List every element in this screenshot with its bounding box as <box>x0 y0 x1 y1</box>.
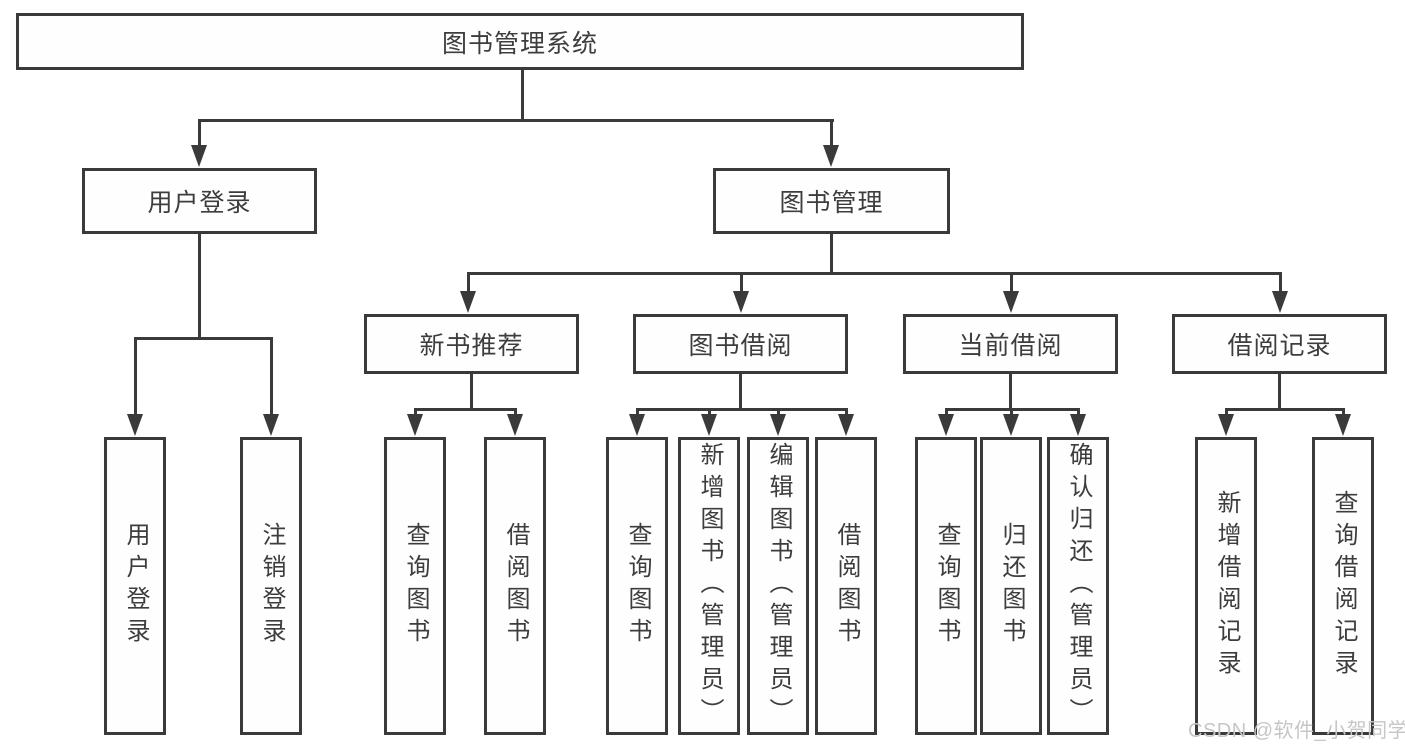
connector-vline <box>1279 273 1282 292</box>
leaf-recommend-query-books-label: 查询图书 <box>402 522 429 650</box>
arrow-down-icon <box>823 145 839 167</box>
watermark: CSDN @软件_小贺同学 <box>1188 720 1405 742</box>
leaf-recommend-borrow-books-label: 借阅图书 <box>502 522 529 650</box>
node-current-borrowing: 当前借阅 <box>903 314 1118 374</box>
arrow-down-icon <box>191 145 207 167</box>
connector-vline <box>1010 273 1013 292</box>
leaf-borrowing-borrow-books: 借阅图书 <box>815 437 877 735</box>
connector-vline <box>414 409 417 416</box>
connector-vline <box>514 409 517 416</box>
node-new-book-recommendation: 新书推荐 <box>364 314 579 374</box>
connector-vline <box>198 234 201 338</box>
connector-vline <box>830 234 833 273</box>
connector-hline <box>198 119 834 122</box>
connector-vline <box>830 120 833 147</box>
leaf-confirm-return-admin: 确认归还（管理员） <box>1047 437 1109 735</box>
leaf-current-query-books: 查询图书 <box>915 437 977 735</box>
arrow-down-icon <box>733 291 749 313</box>
arrow-down-icon <box>1218 414 1234 436</box>
leaf-add-borrow-record-label: 新增借阅记录 <box>1213 490 1240 682</box>
connector-vline <box>1009 374 1012 409</box>
arrow-down-icon <box>460 291 476 313</box>
connector-vline <box>270 338 273 416</box>
leaf-borrowing-borrow-books-label: 借阅图书 <box>833 522 860 650</box>
arrow-down-icon <box>263 414 279 436</box>
leaf-query-borrow-record: 查询借阅记录 <box>1312 437 1374 735</box>
connector-vline <box>521 70 524 120</box>
leaf-add-borrow-record: 新增借阅记录 <box>1195 437 1257 735</box>
leaf-add-books-admin-label: 新增图书（管理员） <box>696 442 723 730</box>
leaf-recommend-query-books: 查询图书 <box>384 437 446 735</box>
arrow-down-icon <box>1003 291 1019 313</box>
leaf-borrowing-query-books: 查询图书 <box>606 437 668 735</box>
arrow-down-icon <box>701 414 717 436</box>
leaf-query-borrow-record-label: 查询借阅记录 <box>1330 490 1357 682</box>
leaf-borrowing-query-books-label: 查询图书 <box>624 522 651 650</box>
node-book-management: 图书管理 <box>713 168 950 234</box>
connector-hline <box>134 337 273 340</box>
leaf-edit-books-admin-label: 编辑图书（管理员） <box>765 442 792 730</box>
arrow-down-icon <box>1003 414 1019 436</box>
connector-vline <box>198 120 201 147</box>
leaf-logout-label: 注销登录 <box>258 522 285 650</box>
leaf-confirm-return-admin-label: 确认归还（管理员） <box>1065 442 1092 730</box>
leaf-user-login-label: 用户登录 <box>122 522 149 650</box>
connector-hline <box>636 408 848 411</box>
arrow-down-icon <box>938 414 954 436</box>
connector-vline <box>636 409 639 416</box>
connector-hline <box>467 272 1282 275</box>
connector-vline <box>1278 374 1281 409</box>
connector-vline <box>1342 409 1345 416</box>
arrow-down-icon <box>407 414 423 436</box>
leaf-return-books: 归还图书 <box>980 437 1042 735</box>
leaf-add-books-admin: 新增图书（管理员） <box>678 437 740 735</box>
leaf-recommend-borrow-books: 借阅图书 <box>484 437 546 735</box>
node-book-borrowing: 图书借阅 <box>633 314 848 374</box>
connector-vline <box>845 409 848 416</box>
arrow-down-icon <box>770 414 786 436</box>
connector-vline <box>1010 409 1013 416</box>
connector-vline <box>470 374 473 409</box>
connector-vline <box>1077 409 1080 416</box>
connector-hline <box>1225 408 1345 411</box>
arrow-down-icon <box>507 414 523 436</box>
arrow-down-icon <box>127 414 143 436</box>
connector-vline <box>740 273 743 292</box>
leaf-current-query-books-label: 查询图书 <box>933 522 960 650</box>
node-library-management-system: 图书管理系统 <box>16 13 1024 70</box>
leaf-user-login: 用户登录 <box>104 437 166 735</box>
leaf-logout: 注销登录 <box>240 437 302 735</box>
connector-vline <box>1225 409 1228 416</box>
connector-vline <box>739 374 742 409</box>
arrow-down-icon <box>1272 291 1288 313</box>
connector-vline <box>467 273 470 292</box>
connector-hline <box>945 408 1080 411</box>
arrow-down-icon <box>1335 414 1351 436</box>
node-user-login: 用户登录 <box>82 168 317 234</box>
node-borrowing-records: 借阅记录 <box>1172 314 1387 374</box>
arrow-down-icon <box>1070 414 1086 436</box>
connector-vline <box>708 409 711 416</box>
connector-vline <box>945 409 948 416</box>
arrow-down-icon <box>629 414 645 436</box>
leaf-edit-books-admin: 编辑图书（管理员） <box>747 437 809 735</box>
connector-vline <box>134 338 137 416</box>
connector-hline <box>414 408 517 411</box>
arrow-down-icon <box>838 414 854 436</box>
connector-vline <box>777 409 780 416</box>
leaf-return-books-label: 归还图书 <box>998 522 1025 650</box>
